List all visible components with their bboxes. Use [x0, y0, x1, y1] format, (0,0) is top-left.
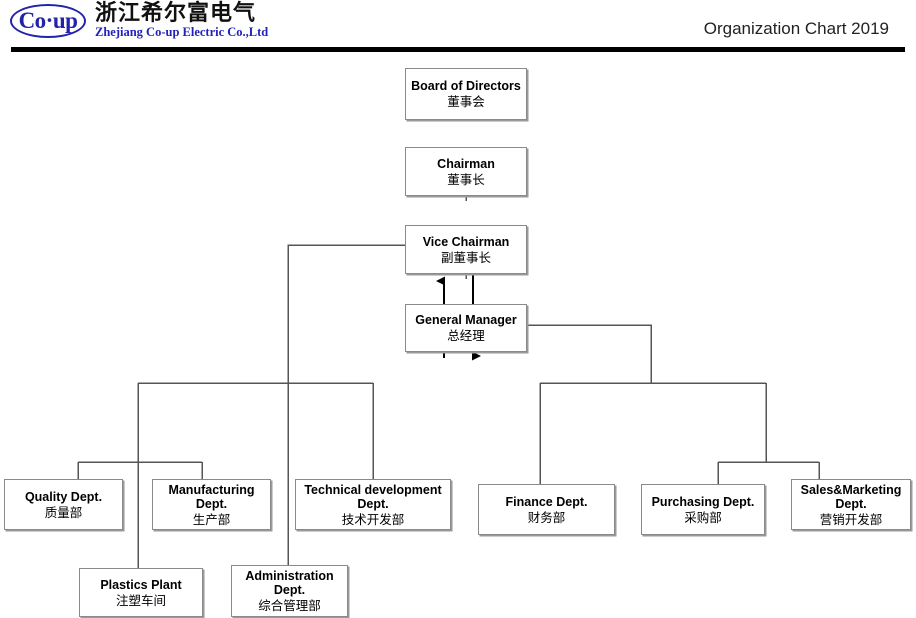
node-purchasing-dept[interactable]: Purchasing Dept. 采购部 [641, 484, 765, 535]
node-label-cn: 注塑车间 [115, 592, 166, 608]
node-label-en: Chairman [437, 156, 495, 171]
node-sales-marketing-dept[interactable]: Sales&Marketing Dept. 营销开发部 [791, 479, 911, 530]
page-header: Co·up 浙江希尔富电气 Zhejiang Co-up Electric Co… [0, 0, 916, 54]
node-label-en: Administration Dept. [245, 569, 334, 597]
node-plastics-plant[interactable]: Plastics Plant 注塑车间 [79, 568, 203, 617]
org-chart-canvas: Board of Directors 董事会 Chairman 董事长 Vice… [0, 54, 916, 618]
node-label-en: Board of Directors [411, 79, 521, 93]
page-title: Organization Chart 2019 [703, 19, 889, 38]
node-label-en: General Manager [415, 313, 517, 327]
company-logo: Co·up 浙江希尔富电气 Zhejiang Co-up Electric Co… [10, 2, 268, 40]
node-administration-dept[interactable]: Administration Dept. 综合管理部 [231, 565, 348, 617]
node-manufacturing-dept[interactable]: Manufacturing Dept. 生产部 [152, 479, 271, 530]
node-label-en: Sales&Marketing Dept. [800, 482, 902, 511]
node-label-en: Quality Dept. [24, 489, 103, 504]
node-label-cn: 采购部 [684, 509, 722, 525]
node-label-en: Purchasing Dept. [651, 494, 755, 509]
node-label-cn: 董事长 [447, 171, 485, 187]
node-label-cn: 综合管理部 [258, 598, 321, 613]
logo-wordmark: Co·up [18, 8, 78, 34]
node-label-cn: 质量部 [44, 504, 83, 520]
ellipse-logo-icon: Co·up [10, 3, 86, 38]
node-label-cn: 营销开发部 [819, 511, 883, 527]
node-label-cn: 财务部 [527, 509, 566, 525]
node-label-cn: 董事会 [447, 94, 485, 109]
header-divider [11, 47, 905, 52]
node-label-en: Vice Chairman [422, 234, 510, 249]
node-label-en: Technical development Dept. [304, 482, 442, 511]
node-chairman[interactable]: Chairman 董事长 [405, 147, 527, 196]
node-board-of-directors[interactable]: Board of Directors 董事会 [405, 68, 527, 120]
company-name-block: 浙江希尔富电气 Zhejiang Co-up Electric Co.,Ltd [95, 2, 268, 40]
company-name-english: Zhejiang Co-up Electric Co.,Ltd [95, 25, 269, 40]
node-label-en: Manufacturing Dept. [168, 482, 255, 511]
node-label-en: Finance Dept. [505, 494, 588, 509]
node-label-en: Plastics Plant [100, 577, 182, 592]
node-label-cn: 总经理 [447, 328, 485, 343]
node-general-manager[interactable]: General Manager 总经理 [405, 304, 527, 352]
edge-gm-right [527, 324, 652, 383]
node-quality-dept[interactable]: Quality Dept. 质量部 [4, 479, 123, 530]
node-label-cn: 副董事长 [440, 249, 491, 265]
node-label-cn: 生产部 [192, 511, 231, 527]
company-name-chinese: 浙江希尔富电气 [95, 1, 257, 26]
edge-vice-admin [287, 244, 405, 565]
node-label-cn: 技术开发部 [341, 511, 405, 527]
node-technical-development-dept[interactable]: Technical development Dept. 技术开发部 [295, 479, 451, 530]
node-vice-chairman[interactable]: Vice Chairman 副董事长 [405, 225, 527, 274]
node-finance-dept[interactable]: Finance Dept. 财务部 [478, 484, 615, 535]
